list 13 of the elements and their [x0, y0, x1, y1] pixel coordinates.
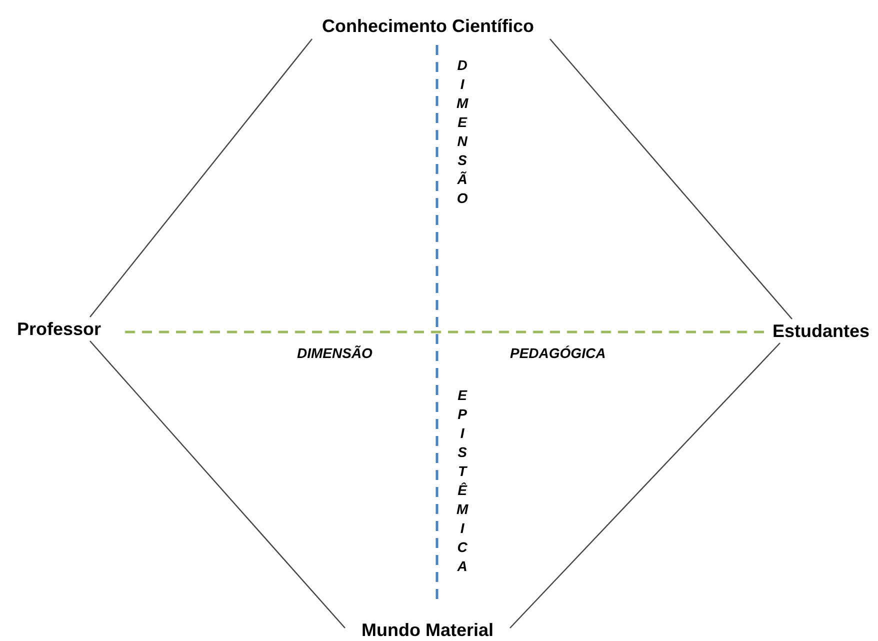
- connector-line: [510, 342, 780, 628]
- axis-label: DIMENSÃO: [297, 344, 372, 363]
- node-label: Professor: [16, 320, 102, 338]
- dashed-line: [125, 330, 766, 334]
- axis-label: PEDAGÓGICA: [510, 344, 606, 363]
- node-label: Mundo Material: [361, 621, 494, 639]
- connector-line: [90, 38, 312, 318]
- axis-label: EPISTÊMICA: [456, 386, 469, 576]
- connector-line: [550, 38, 792, 320]
- node-label: Conhecimento Científico: [322, 17, 534, 35]
- axis-label: DIMENSÃO: [456, 56, 469, 208]
- node-label: Estudantes: [772, 322, 870, 340]
- connector-line: [90, 340, 346, 628]
